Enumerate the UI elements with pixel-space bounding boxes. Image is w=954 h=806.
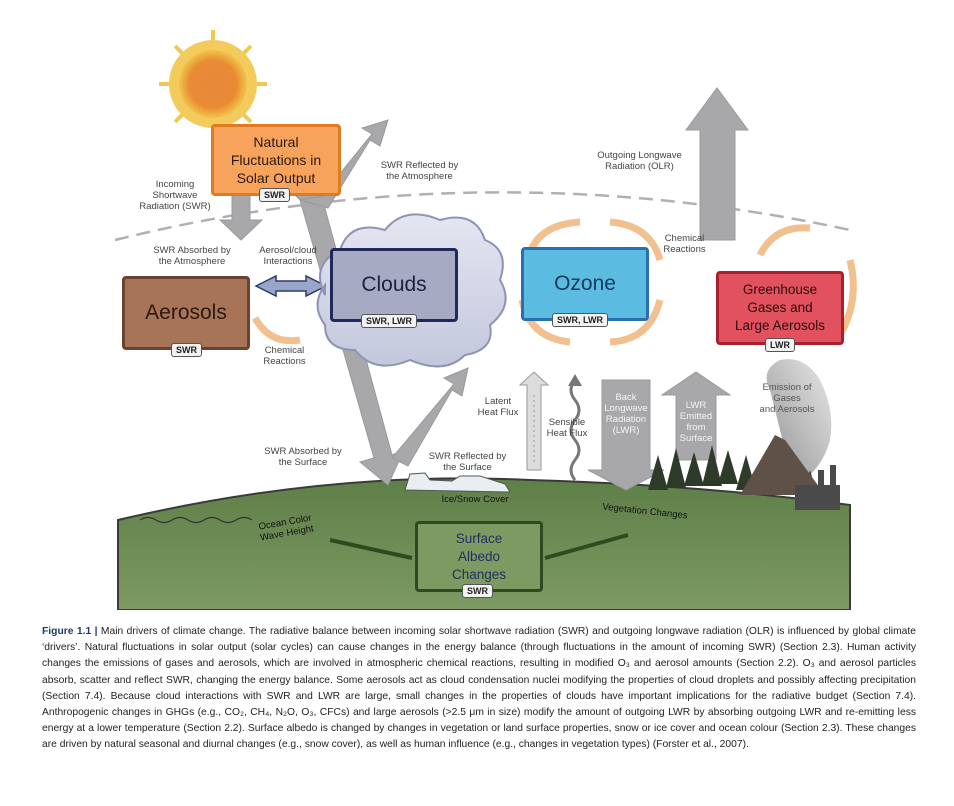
- mountain-icon: [740, 435, 825, 495]
- clouds-swr-lwr-tag: SWR, LWR: [361, 314, 417, 328]
- swr-reflected-atmosphere-label: SWR Reflected by the Atmosphere: [380, 160, 459, 182]
- figure-caption: Figure 1.1 | Main drivers of climate cha…: [42, 624, 916, 754]
- albedo-swr-tag: SWR: [462, 584, 493, 598]
- ozone-box: Ozone: [521, 247, 649, 321]
- swr-reflected-surface-arrow: [391, 367, 469, 467]
- aerosols-box: Aerosols: [122, 276, 250, 350]
- swr-absorbed-surface-label: SWR Absorbed by the Surface: [264, 446, 342, 468]
- solar-output-box: Natural Fluctuations in Solar Output: [211, 124, 341, 196]
- surface-albedo-box: Surface Albedo Changes: [415, 521, 543, 592]
- radiation-arrows: [218, 87, 749, 491]
- emission-label: Emission of Gases and Aerosols: [759, 382, 815, 415]
- aerosol-cloud-double-arrow: [254, 274, 328, 298]
- incoming-swr-label: Incoming Shortwave Radiation (SWR): [139, 179, 211, 212]
- aerosol-chemical-arrows: [251, 316, 301, 345]
- ghg-lwr-tag: LWR: [765, 338, 795, 352]
- aerosol-cloud-label: Aerosol/cloud Interactions: [259, 245, 317, 267]
- aerosols-swr-tag: SWR: [171, 343, 202, 357]
- chemical-reactions-left-label: Chemical Reactions: [263, 345, 306, 367]
- latent-heat-label: Latent Heat Flux: [477, 396, 519, 418]
- sensible-heat-label: Sensible Heat Flux: [546, 417, 588, 439]
- lwr-emitted-label: LWR Emitted from Surface: [679, 400, 713, 444]
- ozone-swr-lwr-tag: SWR, LWR: [552, 313, 608, 327]
- lwr-emitted-arrow: [660, 371, 732, 461]
- clouds-box: Clouds: [330, 248, 458, 322]
- back-longwave-arrow: [587, 379, 665, 491]
- ice-snow-label: Ice/Snow Cover: [441, 494, 509, 505]
- ocean-wave-icon: [139, 516, 253, 524]
- factory-icon: [795, 465, 840, 510]
- figure-label: Figure 1.1 |: [42, 626, 98, 637]
- ice-snow-patch: [404, 472, 511, 493]
- sensible-heat-icon: [568, 374, 582, 481]
- chemical-reactions-right-label: Chemical Reactions: [663, 233, 706, 255]
- solar-swr-tag: SWR: [259, 188, 290, 202]
- outgoing-lwr-arrow: [685, 87, 749, 241]
- outgoing-lwr-label: Outgoing Longwave Radiation (OLR): [597, 150, 682, 172]
- sun-icon: [159, 30, 267, 138]
- ghg-box: Greenhouse Gases and Large Aerosols: [716, 271, 844, 345]
- swr-absorbed-atmosphere-label: SWR Absorbed by the Atmosphere: [153, 245, 231, 267]
- back-longwave-label: Back Longwave Radiation (LWR): [604, 392, 648, 436]
- caption-text: Main drivers of climate change. The radi…: [42, 626, 916, 751]
- smoke-plume: [766, 359, 832, 475]
- swr-reflected-surface-label: SWR Reflected by the Surface: [428, 451, 507, 473]
